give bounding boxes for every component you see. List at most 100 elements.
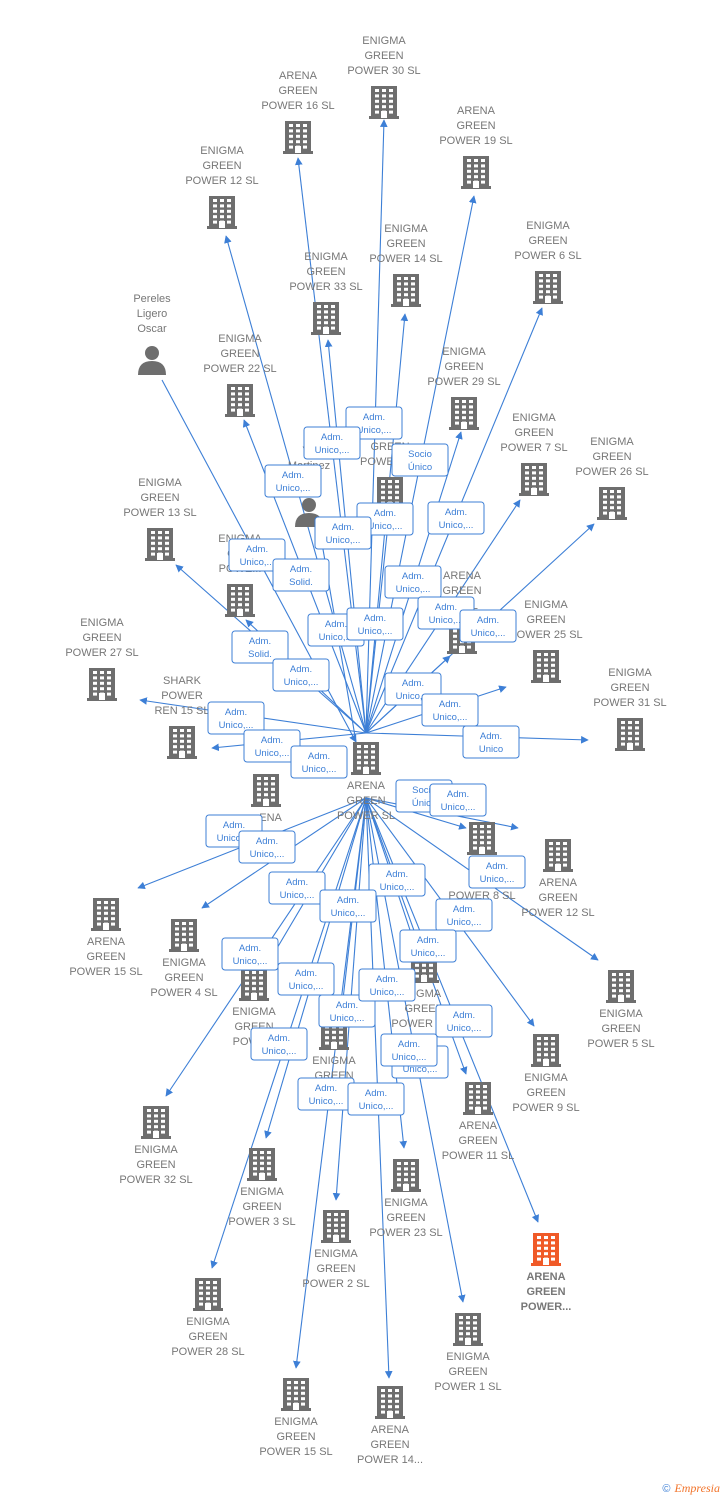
relation-label[interactable]: Adm.Unico,...	[207, 701, 265, 735]
relation-type: Unico,...	[233, 956, 268, 967]
relation-type: Unico,...	[289, 981, 324, 992]
relation-label[interactable]: Adm.Unico,...	[435, 1004, 493, 1038]
relation-label[interactable]: Adm.Unico,...	[346, 607, 404, 641]
relation-label[interactable]: Adm.Unico	[462, 725, 520, 759]
company-node[interactable]: ARENAGREENPOWER...	[521, 1233, 572, 1313]
relation-label[interactable]: Adm.Unico,...	[427, 501, 485, 535]
relation-label[interactable]: Adm.Unico,...	[429, 783, 487, 817]
node-label: ENIGMA	[362, 35, 406, 47]
brand-logo: Empresia	[674, 1481, 720, 1495]
node-label: POWER	[161, 690, 203, 702]
relation-role: Adm.	[336, 1000, 358, 1011]
relation-label[interactable]: Adm.Unico,...	[314, 516, 372, 550]
relation-role: Adm.	[453, 1010, 475, 1021]
relation-label[interactable]: Adm.Unico,...	[303, 426, 361, 460]
node-label: GREEN	[386, 1212, 425, 1224]
node-label: POWER 12 SL	[521, 907, 594, 919]
relation-label[interactable]: Adm.Unico,...	[380, 1033, 438, 1067]
node-label: Ligero	[137, 308, 168, 320]
relation-label[interactable]: Adm.Unico,...	[318, 994, 376, 1028]
relation-role: Adm.	[282, 470, 304, 481]
relation-label[interactable]: Adm.Unico,...	[347, 1082, 405, 1116]
node-label: ENIGMA	[218, 333, 262, 345]
relation-label[interactable]: Adm.Unico,...	[384, 565, 442, 599]
relation-label[interactable]: Adm.Unico,...	[368, 863, 426, 897]
relation-label[interactable]: Adm.Unico,...	[238, 830, 296, 864]
relation-type: Unico,...	[315, 445, 350, 456]
relation-label[interactable]: Adm.Unico,...	[221, 937, 279, 971]
node-label: POWER 15 SL	[69, 966, 142, 978]
node-label: GREEN	[528, 235, 567, 247]
node-label: GREEN	[442, 585, 481, 597]
relation-type: Unico,...	[280, 890, 315, 901]
relation-label[interactable]: Adm.Solid.	[272, 558, 330, 592]
relation-label[interactable]: Adm.Unico,...	[468, 855, 526, 889]
node-label: ENIGMA	[80, 617, 124, 629]
relation-label[interactable]: Adm.Unico,...	[399, 929, 457, 963]
relation-label[interactable]: Adm.Unico,...	[268, 871, 326, 905]
relation-label[interactable]: Adm.Unico,...	[358, 968, 416, 1002]
relation-label[interactable]: Adm.Unico,...	[264, 464, 322, 498]
relation-type: Unico,...	[411, 948, 446, 959]
relation-label[interactable]: Adm.Unico,...	[421, 693, 479, 727]
node-label: GREEN	[364, 50, 403, 62]
node-label: POWER 7 SL	[500, 442, 567, 454]
relation-role: Adm.	[376, 974, 398, 985]
footer-credit[interactable]: ©Empresia	[662, 1481, 720, 1496]
edge-line	[365, 797, 467, 830]
node-label: GREEN	[601, 1023, 640, 1035]
relation-label[interactable]: Adm.Solid.	[231, 630, 289, 664]
node-label: ENIGMA	[590, 436, 634, 448]
relation-label[interactable]: Adm.Unico,...	[277, 962, 335, 996]
node-label: GREEN	[448, 1366, 487, 1378]
relation-label[interactable]: Adm.Unico,...	[319, 889, 377, 923]
node-label: ENIGMA	[200, 145, 244, 157]
relation-label[interactable]: Adm.Unico,...	[459, 609, 517, 643]
node-label: POWER 16 SL	[261, 100, 334, 112]
relation-label[interactable]: Adm.Unico,...	[297, 1077, 355, 1111]
node-label: GREEN	[610, 682, 649, 694]
node-label: POWER 14 SL	[369, 253, 442, 265]
relation-label[interactable]: Adm.Unico,...	[435, 898, 493, 932]
relation-role: Adm.	[325, 619, 347, 630]
relation-label[interactable]: Adm.Unico,...	[250, 1027, 308, 1061]
relation-label[interactable]: Adm.Unico,...	[290, 745, 348, 779]
relation-label[interactable]: Adm.Unico,...	[228, 538, 286, 572]
node-label: ENIGMA	[304, 251, 348, 263]
relation-label[interactable]: Adm.Unico,...	[272, 658, 330, 692]
